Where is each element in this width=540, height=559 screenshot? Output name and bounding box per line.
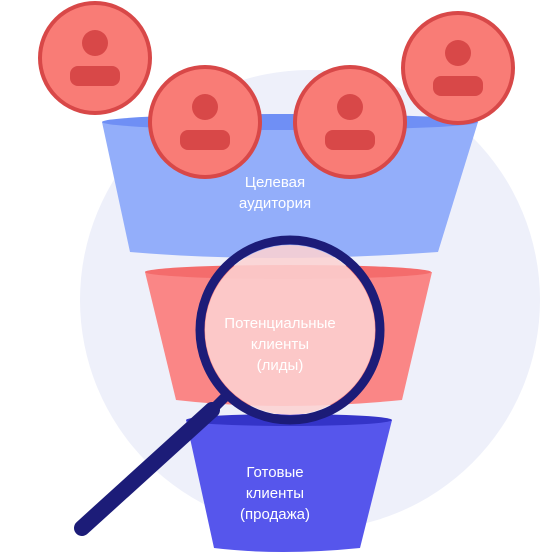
stage-label-middle: Потенциальные клиенты (лиды): [195, 313, 365, 376]
user-icon: [180, 94, 230, 150]
stage-label-line: (продажа): [240, 506, 310, 523]
avatar: [401, 11, 515, 125]
stage-label-line: Потенциальные: [224, 315, 336, 332]
avatar: [148, 65, 262, 179]
stage-label-line: Готовые: [246, 464, 304, 481]
stage-label-line: аудитория: [238, 195, 312, 212]
avatar: [38, 1, 152, 115]
stage-label-bottom: Готовые клиенты (продажа): [210, 462, 340, 525]
user-icon: [433, 40, 483, 96]
stage-label-line: клиенты: [250, 336, 310, 353]
stage-label-line: (лиды): [256, 357, 304, 374]
stage-label-line: клиенты: [245, 485, 305, 502]
avatar: [293, 65, 407, 179]
magnifier-icon: [74, 235, 385, 536]
user-icon: [325, 94, 375, 150]
stage-label-top: Целевая аудитория: [210, 172, 340, 214]
user-icon: [70, 30, 120, 86]
stage-label-line: Целевая: [244, 174, 306, 191]
